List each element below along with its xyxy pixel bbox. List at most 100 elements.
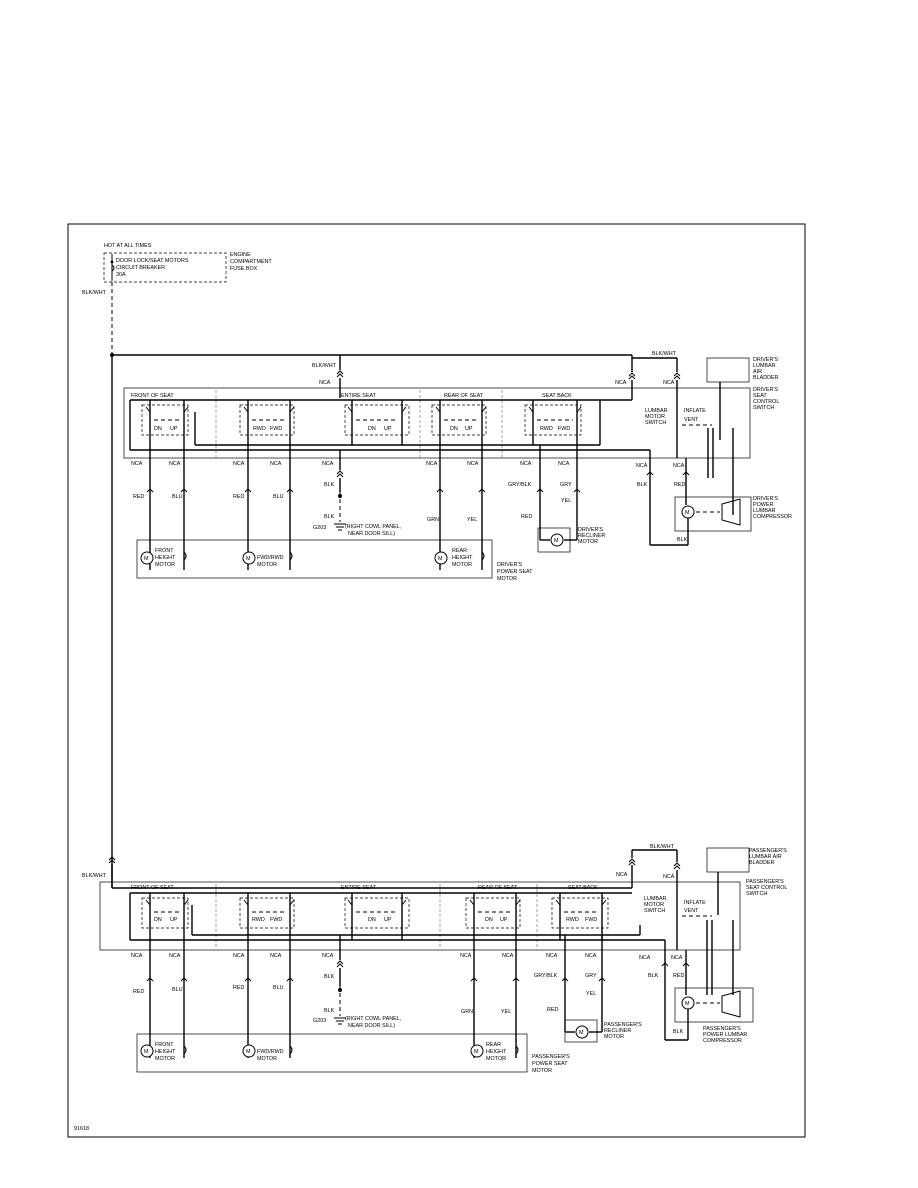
svg-text:HEIGHT: HEIGHT <box>452 555 473 561</box>
figure-id: 91618 <box>74 1126 89 1132</box>
svg-text:NCA: NCA <box>636 463 648 469</box>
svg-text:NCA: NCA <box>673 463 685 469</box>
driver-recliner-label: DRIVER'S <box>578 527 603 533</box>
passenger-lumbar-switch-label: LUMBAR <box>644 896 667 902</box>
svg-text:MOTOR: MOTOR <box>452 562 472 568</box>
svg-text:RECLINER: RECLINER <box>578 533 605 539</box>
driver-ground-note: (RIGHT COWL PANEL, <box>345 524 402 530</box>
svg-text:BLK: BLK <box>324 514 335 520</box>
svg-text:M: M <box>246 1049 251 1055</box>
passenger-circuit: BLK/WHT BLK/WHT NCA NCA FRONT OF SEAT EN… <box>82 844 787 1074</box>
svg-text:RWD: RWD <box>253 426 266 432</box>
svg-text:FWD/RWD: FWD/RWD <box>257 555 284 561</box>
svg-text:DN: DN <box>154 917 162 923</box>
svg-text:FWD: FWD <box>558 426 570 432</box>
svg-text:NCA: NCA <box>270 953 282 959</box>
svg-text:SWITCH: SWITCH <box>644 908 665 914</box>
svg-text:SEAT: SEAT <box>753 393 767 399</box>
passenger-lumbar-blk: BLK <box>648 973 659 979</box>
passenger-wire-blu-fwd: BLU <box>273 985 284 991</box>
driver-control-switch-label: DRIVER'S <box>753 387 778 393</box>
driver-nca-lumbar: NCA <box>615 380 627 386</box>
passenger-wire-red-fwd: RED <box>233 985 244 991</box>
passenger-recliner-box <box>564 1019 598 1043</box>
svg-text:NCA: NCA <box>585 953 597 959</box>
svg-text:REAR: REAR <box>452 548 467 554</box>
passenger-vent-label: VENT <box>684 908 699 914</box>
motor-icon <box>242 551 256 565</box>
driver-lumbar-switch-label: LUMBAR <box>645 408 668 414</box>
svg-text:DN: DN <box>368 426 376 432</box>
passenger-ground-wire-label: BLK <box>324 974 335 980</box>
svg-text:POWER LUMBAR: POWER LUMBAR <box>703 1032 747 1038</box>
svg-text:FRONT: FRONT <box>155 1042 174 1048</box>
driver-recliner-motor-icon <box>550 533 564 547</box>
svg-text:MOTOR: MOTOR <box>644 902 664 908</box>
svg-text:COMPRESSOR: COMPRESSOR <box>753 514 792 520</box>
svg-text:POWER: POWER <box>753 502 773 508</box>
svg-text:UP: UP <box>384 426 392 432</box>
passenger-nca-lumbar-2: NCA <box>663 874 675 880</box>
passenger-wire-grn: GRN <box>461 1009 473 1015</box>
svg-text:NEAR DOOR SILL): NEAR DOOR SILL) <box>348 531 395 537</box>
passenger-section-back: SEAT BACK <box>568 885 598 891</box>
driver-nca-feed: NCA <box>319 380 331 386</box>
driver-wire-blu-front: BLU <box>172 494 183 500</box>
svg-text:UP: UP <box>170 426 178 432</box>
driver-switch-box <box>123 387 751 459</box>
svg-text:FWD: FWD <box>270 426 282 432</box>
svg-text:MOTOR: MOTOR <box>497 576 517 582</box>
svg-text:UP: UP <box>500 917 508 923</box>
driver-wire-grn: GRN <box>427 517 439 523</box>
svg-text:MOTOR: MOTOR <box>155 562 175 568</box>
driver-comp-blk: BLK <box>677 537 688 543</box>
svg-text:NCA: NCA <box>520 461 532 467</box>
passenger-recliner-motor-icon <box>575 1025 589 1039</box>
passenger-wire-yel-recl: YEL <box>586 991 596 997</box>
svg-text:COMPRESSOR: COMPRESSOR <box>703 1038 742 1044</box>
svg-text:REAR: REAR <box>486 1042 501 1048</box>
svg-text:NCA: NCA <box>502 953 514 959</box>
passenger-compressor-box <box>674 987 754 1023</box>
driver-compressor-box <box>674 496 752 532</box>
svg-text:M: M <box>554 538 559 544</box>
svg-text:NCA: NCA <box>131 461 143 467</box>
svg-text:DN: DN <box>154 426 162 432</box>
svg-text:MOTOR: MOTOR <box>578 539 598 545</box>
svg-text:MOTOR: MOTOR <box>604 1034 624 1040</box>
driver-section-back: SEAT BACK <box>542 393 572 399</box>
driver-switch-front-height: DN UP <box>141 400 189 445</box>
passenger-wire-gry: GRY <box>585 973 597 979</box>
svg-text:NCA: NCA <box>322 461 334 467</box>
passenger-control-switch-label: PASSENGER'S <box>746 879 784 885</box>
svg-text:MOTOR: MOTOR <box>532 1068 552 1074</box>
svg-text:NCA: NCA <box>131 953 143 959</box>
svg-text:NCA: NCA <box>169 461 181 467</box>
driver-vent-label: VENT <box>684 417 699 423</box>
driver-compressor-label: DRIVER'S <box>753 496 778 502</box>
driver-rear-height-motor: M REAR HEIGHT MOTOR <box>434 548 485 568</box>
passenger-fwd-rwd-motor: M FWD/RWD MOTOR <box>242 1044 293 1062</box>
hot-at-all-times-label: HOT AT ALL TIMES <box>104 243 152 249</box>
driver-power-seat-motor-box <box>136 539 493 579</box>
svg-text:BLK: BLK <box>324 1008 335 1014</box>
svg-text:M: M <box>685 1001 690 1007</box>
driver-power-seat-motor-label: DRIVER'S <box>497 562 522 568</box>
fuse-box-outline <box>103 252 227 283</box>
feed-wire-label: BLK/WHT <box>82 290 107 296</box>
svg-text:SWITCH: SWITCH <box>645 420 666 426</box>
svg-text:SWITCH: SWITCH <box>746 891 767 897</box>
driver-feed-wire-label: BLK/WHT <box>312 363 337 369</box>
breaker-rating: 30A <box>116 272 126 278</box>
passenger-wire-yel: YEL <box>501 1009 511 1015</box>
driver-wire-red-recl: RED <box>521 514 532 520</box>
driver-section-entire: ENTIRE SEAT <box>341 393 377 399</box>
driver-switch-fwd-rwd: RWD FWD <box>239 400 295 445</box>
driver-air-bladder <box>706 357 750 383</box>
svg-text:M: M <box>144 556 149 562</box>
driver-ground-id: G203 <box>313 525 326 531</box>
